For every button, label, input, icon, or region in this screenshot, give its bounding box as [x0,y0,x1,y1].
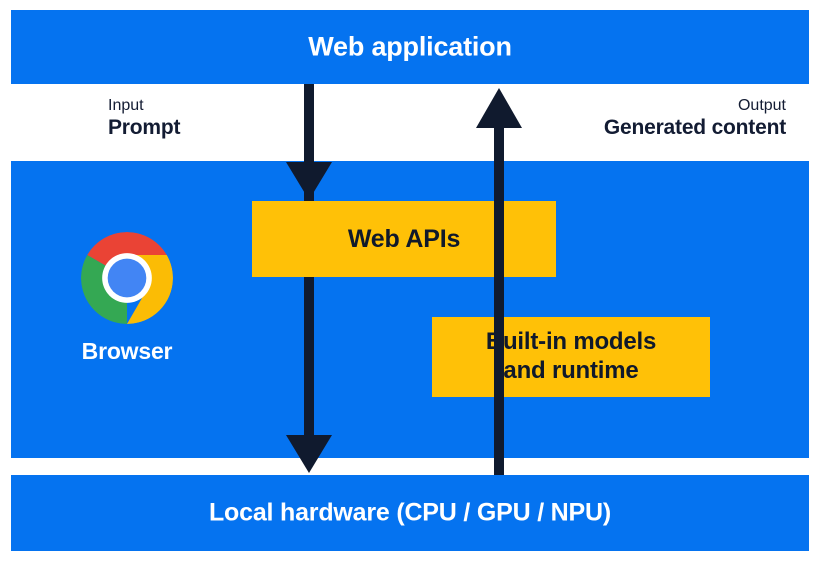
box-built-in-models-line1: Built-in models [485,328,657,356]
input-value-label: Prompt [108,115,181,139]
layer-web-application-label: Web application [308,31,512,62]
chrome-logo-icon [81,232,173,324]
browser-label: Browser [81,338,173,364]
output-annotation: Output Generated content [604,97,786,141]
box-web-apis: Web APIs [252,201,556,277]
output-value-label: Generated content [603,115,786,139]
input-annotation: Input Prompt [108,97,181,141]
output-kind-label: Output [737,97,786,114]
box-web-apis-label: Web APIs [347,225,461,253]
layer-local-hardware: Local hardware (CPU / GPU / NPU) [11,475,809,551]
browser-group: Browser [62,232,192,365]
input-kind-label: Input [108,97,144,114]
layer-web-application: Web application [11,10,809,84]
box-built-in-models-line2: and runtime [503,357,639,384]
layer-local-hardware-label: Local hardware (CPU / GPU / NPU) [208,498,611,527]
